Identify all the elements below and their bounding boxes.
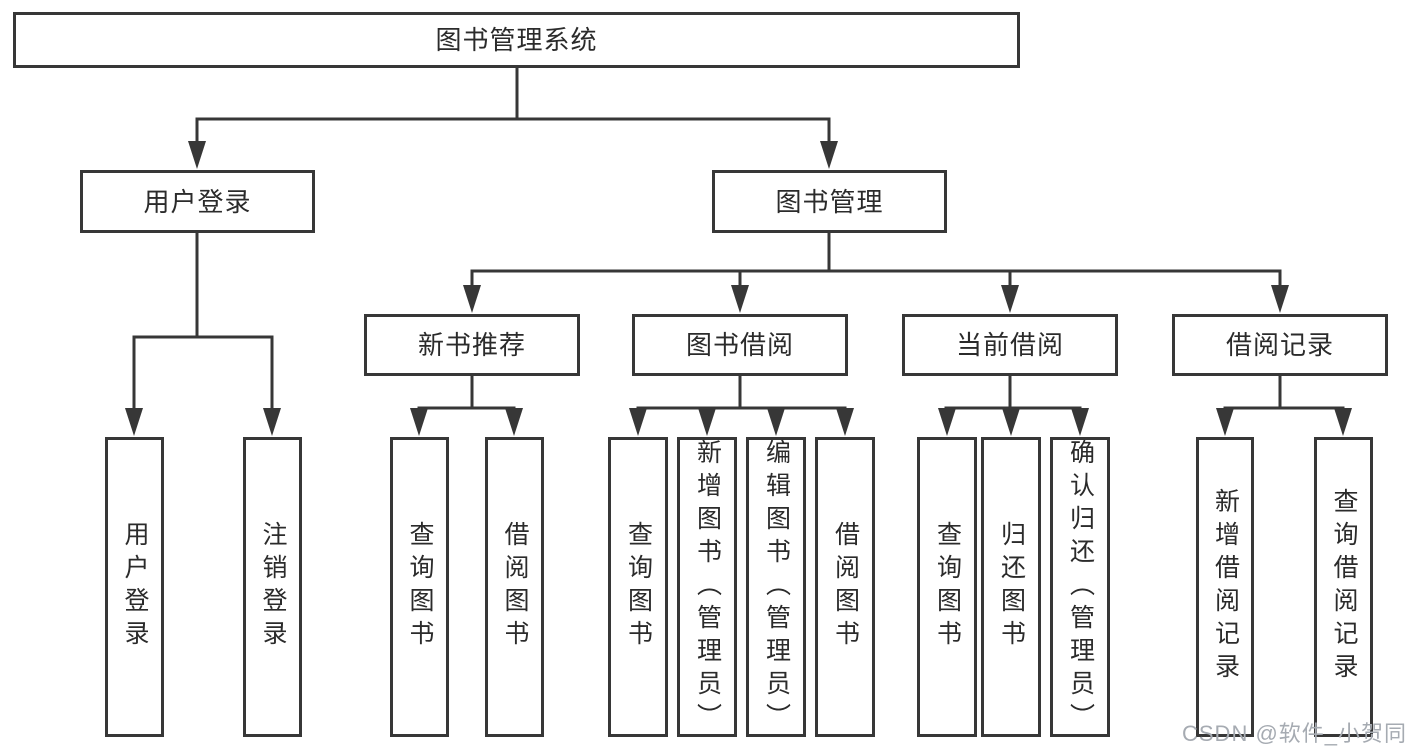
node-label: 图书借阅 (685, 330, 794, 360)
leaf-label: 查询图书 (933, 521, 962, 653)
leaf-current-confirm-return-admin: 确认归还（管理员） (1050, 437, 1110, 737)
leaf-recommend-query-books: 查询图书 (390, 437, 449, 737)
node-library-system: 图书管理系统 (13, 12, 1020, 68)
leaf-label: 查询借阅记录 (1330, 488, 1358, 686)
leaf-label: 注销登录 (259, 521, 287, 653)
leaf-records-add-record: 新增借阅记录 (1196, 437, 1254, 737)
node-label: 借阅记录 (1225, 330, 1334, 360)
leaf-label: 确认归还（管理员） (1066, 438, 1095, 736)
leaf-borrow-query-books: 查询图书 (608, 437, 668, 737)
leaf-logout: 注销登录 (243, 437, 302, 737)
leaf-label: 新增借阅记录 (1211, 488, 1240, 686)
leaf-label: 借阅图书 (501, 521, 529, 653)
node-label: 用户登录 (143, 186, 252, 217)
leaf-user-login: 用户登录 (105, 437, 164, 737)
node-user-login-branch: 用户登录 (80, 170, 315, 233)
leaf-label: 归还图书 (997, 521, 1026, 653)
leaf-label: 编辑图书（管理员） (762, 438, 791, 736)
leaf-current-query-books: 查询图书 (917, 437, 977, 737)
node-book-borrowing: 图书借阅 (632, 314, 848, 376)
leaf-label: 查询图书 (624, 521, 653, 653)
node-label: 当前借阅 (955, 330, 1064, 360)
node-borrowing-records: 借阅记录 (1172, 314, 1388, 376)
leaf-label: 借阅图书 (831, 521, 860, 653)
node-label: 图书管理系统 (435, 25, 598, 55)
csdn-watermark: CSDN @软件_小贺同学 (1182, 721, 1405, 746)
leaf-recommend-borrow-books: 借阅图书 (485, 437, 544, 737)
leaf-label: 查询图书 (406, 521, 434, 653)
leaf-current-return-books: 归还图书 (981, 437, 1041, 737)
leaf-borrow-add-books-admin: 新增图书（管理员） (677, 437, 737, 737)
leaf-borrow-edit-books-admin: 编辑图书（管理员） (746, 437, 806, 737)
leaf-borrow-borrow-books: 借阅图书 (815, 437, 875, 737)
leaf-label: 用户登录 (121, 521, 149, 653)
leaf-records-query-record: 查询借阅记录 (1314, 437, 1373, 737)
leaf-label: 新增图书（管理员） (693, 438, 722, 736)
node-label: 新书推荐 (417, 330, 526, 360)
node-label: 图书管理 (775, 186, 884, 217)
node-current-borrowing: 当前借阅 (902, 314, 1118, 376)
node-book-management: 图书管理 (712, 170, 947, 233)
node-new-book-recommend: 新书推荐 (364, 314, 580, 376)
